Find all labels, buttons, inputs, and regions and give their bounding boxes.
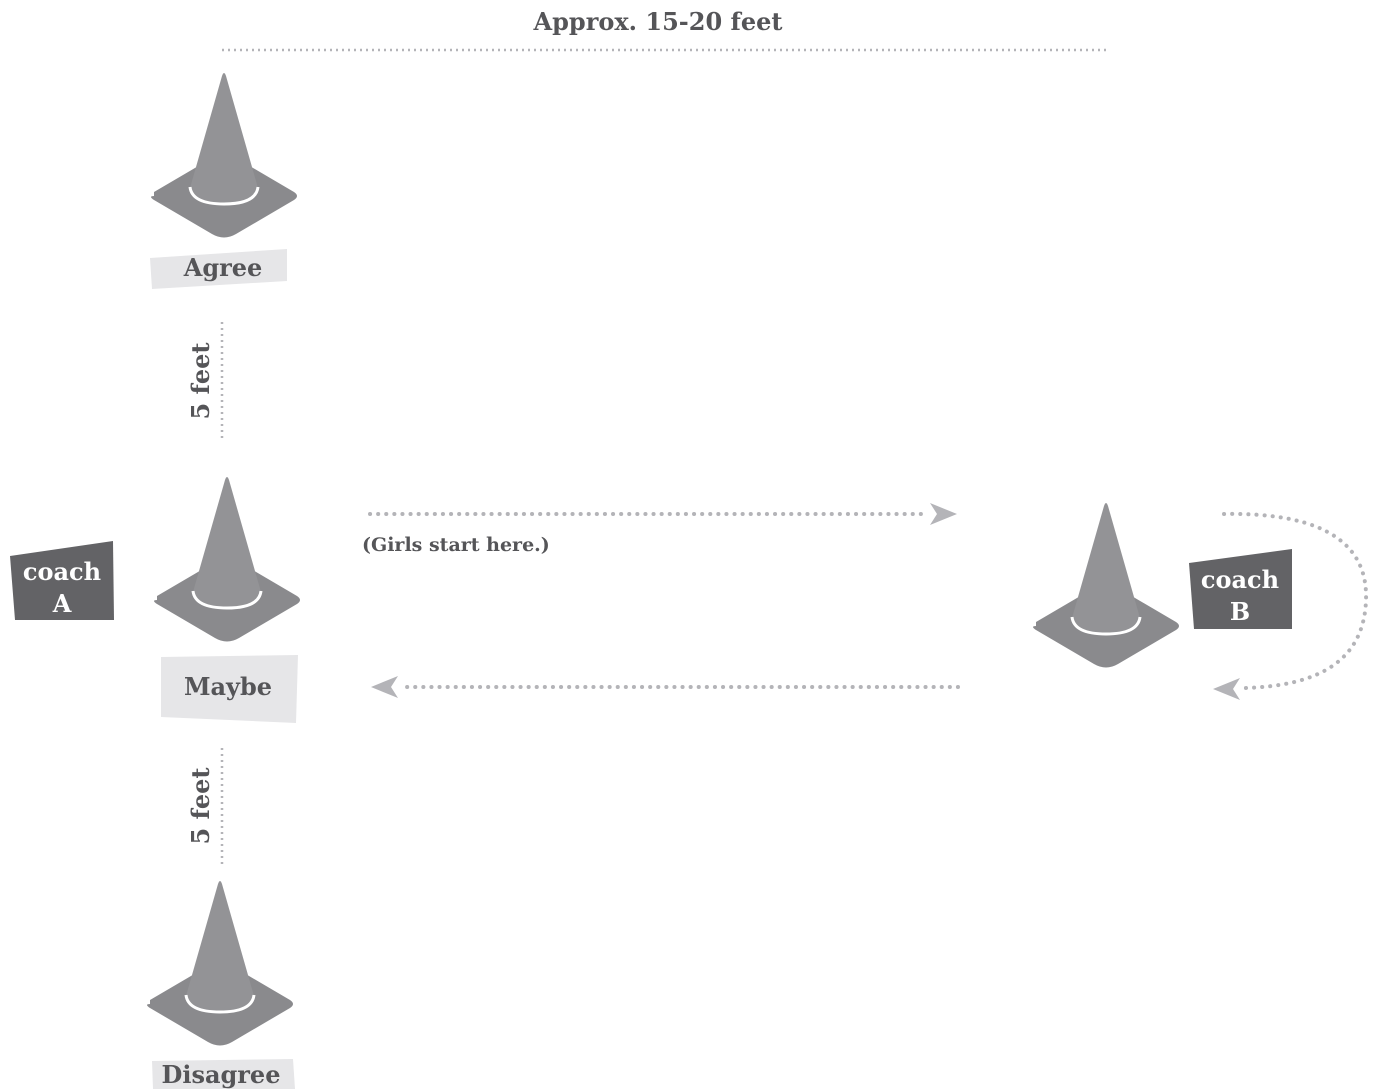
cone-far xyxy=(1031,501,1181,669)
arrowhead-icon xyxy=(1213,678,1240,700)
disagree-label: Disagree xyxy=(162,1060,281,1089)
maybe-label-box xyxy=(161,655,298,723)
traffic-cone-icon xyxy=(1031,501,1181,669)
traffic-cone-icon xyxy=(145,879,295,1047)
agree-label: Agree xyxy=(183,253,263,282)
traffic-cone-icon xyxy=(149,71,299,239)
cone-disagree xyxy=(145,879,295,1047)
lower-distance-label: 5 feet xyxy=(186,767,215,844)
arrowhead-icon xyxy=(371,676,398,698)
disagree-label-box xyxy=(152,1059,295,1089)
cone-agree xyxy=(149,71,299,239)
coach-b-line1: coach xyxy=(1201,565,1279,594)
arrowhead-icon xyxy=(930,503,957,525)
maybe-label: Maybe xyxy=(184,672,272,701)
coach-a-line1: coach xyxy=(23,557,101,586)
start-note: (Girls start here.) xyxy=(362,534,550,556)
upper-distance-label: 5 feet xyxy=(186,342,215,419)
cone-maybe xyxy=(152,475,302,643)
agree-label-box xyxy=(150,249,287,289)
coach-b-box xyxy=(1189,549,1292,629)
diagram-title: Approx. 15-20 feet xyxy=(533,7,783,36)
traffic-cone-icon xyxy=(152,475,302,643)
coach-a-box xyxy=(10,541,114,620)
coach-a-line2: A xyxy=(52,589,72,618)
coach-b-line2: B xyxy=(1230,597,1250,626)
